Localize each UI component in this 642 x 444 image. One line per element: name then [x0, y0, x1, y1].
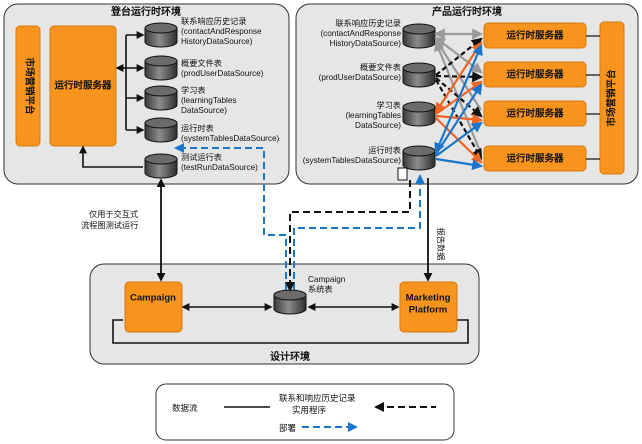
- staging-ds-learning-l2: (learningTables: [181, 96, 237, 105]
- production-datasource-icon-contact-history: [402, 23, 436, 49]
- staging-ds-runtime-l1: 运行时表: [181, 123, 214, 133]
- prod-ds-profile-l1: 概要文件表: [360, 62, 401, 72]
- staging-ds-contact-l2: (contactAndResponse: [181, 27, 262, 36]
- legend-utility-label-2: 实用程序: [292, 405, 327, 415]
- staging-runtime-server-label: 运行时服务器: [54, 80, 112, 92]
- prod-ds-learning-l2: (learningTables: [345, 111, 401, 120]
- staging-datasource-labels: 联系响应历史记录 (contactAndResponse HistoryData…: [181, 16, 280, 172]
- production-server-boxes: 运行时服务器 运行时服务器 运行时服务器 运行时服务器: [483, 22, 587, 172]
- marketing-platform-label-2: Platform: [409, 305, 448, 316]
- prod-ds-learning-l1: 学习表: [376, 100, 401, 110]
- staging-ds-contact-l1: 联系响应历史记录: [181, 16, 247, 26]
- production-platform-label: 市场营销平台: [606, 69, 618, 127]
- prod-ds-profile-l2: (prodUserDataSource): [319, 73, 402, 82]
- legend-deploy-label: 部署: [279, 423, 297, 433]
- campaign-system-tables-label-2: 系统表: [308, 284, 333, 294]
- production-platform-connectors: [586, 35, 600, 160]
- staging-datasource-icon-profile: [144, 55, 178, 81]
- staging-datasource-icon-runtime: [144, 117, 178, 143]
- staging-datasource-icon-contact-history: [144, 22, 178, 48]
- marketing-platform-box[interactable]: [399, 281, 458, 333]
- staging-ds-testrun-l1: 测试运行表: [181, 152, 222, 162]
- deploy-to-staging-path: [174, 143, 287, 290]
- staging-ds-learning-l3: DataSource): [181, 106, 227, 115]
- marketing-platform-label-1: Marketing: [406, 293, 451, 304]
- interactive-run-label-1: 仅用于交互式: [89, 209, 138, 219]
- production-platform-box[interactable]: [599, 21, 625, 175]
- production-server-label-4: 运行时服务器: [506, 153, 564, 165]
- staging-datasource-icon-testrun: [144, 153, 178, 179]
- legend-panel: [155, 383, 455, 441]
- prod-ds-contact-l2: (contactAndResponse: [320, 29, 401, 38]
- campaign-box[interactable]: [124, 281, 183, 333]
- production-server-label-3: 运行时服务器: [506, 108, 564, 120]
- production-crossing-arrows: [433, 28, 484, 171]
- production-server-label-1: 运行时服务器: [506, 30, 564, 42]
- deploy-to-production-path: [293, 174, 425, 290]
- prod-ds-runtime-l1: 运行时表: [368, 145, 401, 155]
- production-datasource-icon-runtime: [402, 145, 436, 171]
- staging-connectors: [79, 31, 145, 168]
- prod-ds-runtime-l2: (systemTablesDataSource): [303, 156, 402, 165]
- campaign-label: Campaign: [130, 293, 176, 304]
- staging-ds-profile-l2: (prodUserDataSource): [181, 69, 264, 78]
- production-datasource-icon-profile: [402, 62, 436, 88]
- staging-platform-box[interactable]: [15, 25, 41, 147]
- design-environment-title: 设计环境: [270, 350, 310, 363]
- report-data-label: 报告数据: [436, 228, 446, 261]
- history-utility-path: [285, 180, 411, 292]
- prod-ds-contact-l3: HistoryDataSource): [330, 39, 402, 48]
- legend-utility-label-1: 联系和响应历史记录: [279, 393, 356, 403]
- prod-ds-contact-l1: 联系响应历史记录: [335, 18, 401, 28]
- staging-ds-testrun-l2: (testRunDataSource): [181, 163, 258, 172]
- prod-ds-learning-l3: DataSource): [355, 121, 401, 130]
- production-server-label-2: 运行时服务器: [506, 69, 564, 81]
- production-environment-title: 产品运行时环境: [432, 5, 502, 18]
- campaign-system-tables-label-1: Campaign: [308, 275, 346, 284]
- staging-ds-contact-l3: HistoryDataSource): [181, 37, 253, 46]
- production-datasource-icon-learning: [402, 101, 436, 127]
- staging-ds-profile-l1: 概要文件表: [181, 58, 222, 68]
- design-connectors: [112, 303, 469, 344]
- interactive-run-label-2: 流程图测试运行: [81, 220, 138, 230]
- production-datasource-labels: 联系响应历史记录 (contactAndResponse HistoryData…: [303, 18, 402, 165]
- staging-ds-runtime-l2: (systemTablesDataSource): [181, 134, 280, 143]
- legend-dataflow-label: 数据流: [172, 403, 198, 413]
- staging-environment-title: 登台运行时环境: [110, 5, 181, 18]
- staging-platform-label: 市场营销平台: [23, 57, 35, 115]
- campaign-system-tables-icon: [273, 289, 307, 315]
- staging-datasource-icon-learning: [144, 85, 178, 111]
- report-icon: [397, 167, 408, 181]
- staging-ds-learning-l1: 学习表: [181, 85, 206, 95]
